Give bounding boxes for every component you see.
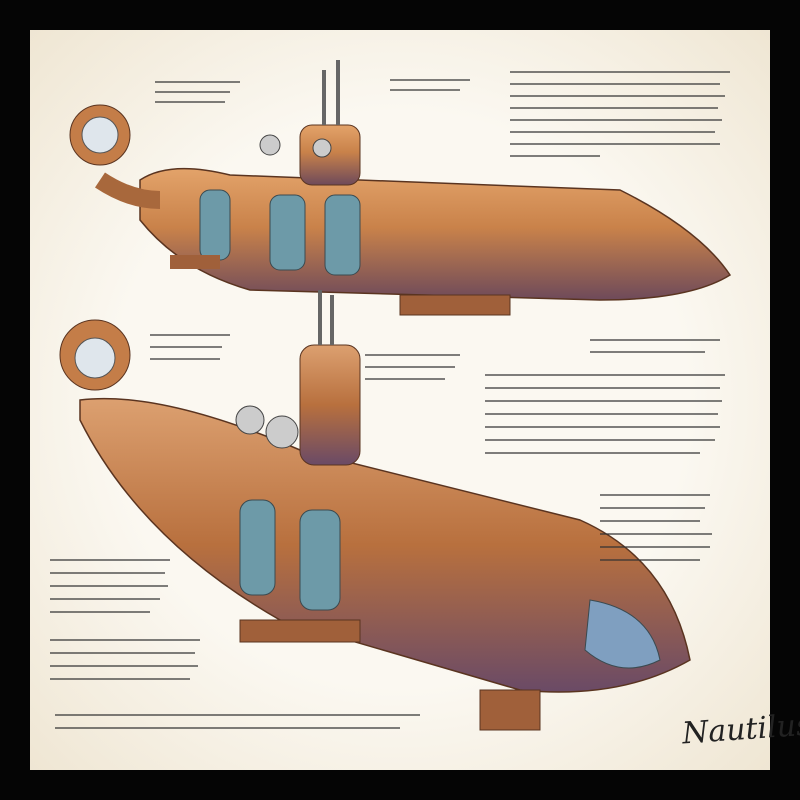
annotation-scribbles [50,71,730,729]
submarine-bottom [59,290,691,731]
submarine-top [69,60,732,316]
